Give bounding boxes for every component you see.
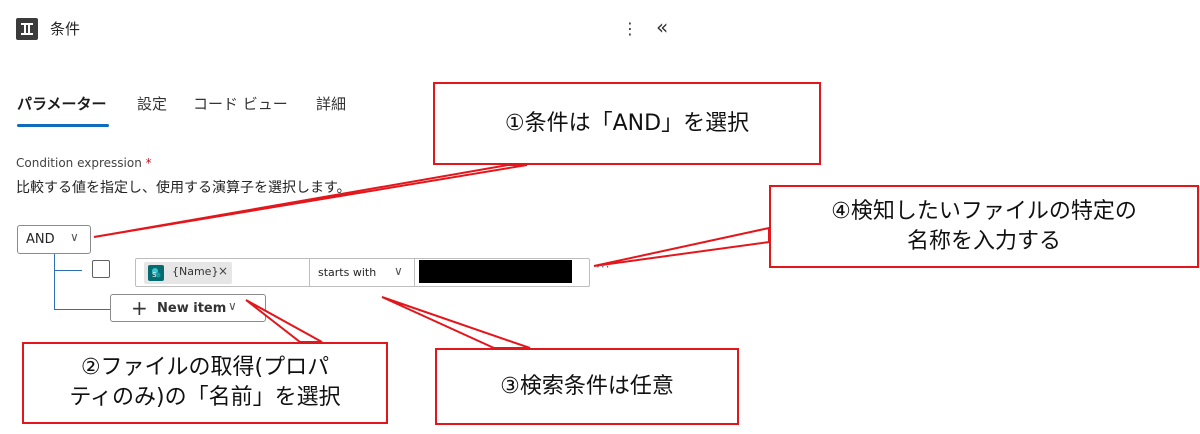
operator-value: starts with [318,266,377,279]
group-operator-value: AND [26,232,55,247]
callout-3-text: ③検索条件は任意 [500,373,674,399]
callout-4-line-1: ④検知したいファイルの特定の [831,198,1137,224]
active-tab-indicator [17,124,109,127]
condition-description: 比較する値を指定し、使用する演算子を選択します。 [16,180,351,196]
chevron-down-icon: ∨ [394,264,403,278]
value-input[interactable] [419,260,572,283]
callout-pointer-4 [593,226,770,267]
condition-expression-label: Condition expression * [16,156,152,170]
callout-2-line-1: ②ファイルの取得(プロパ [80,355,330,380]
tab-details[interactable]: 詳細 [316,95,347,113]
callout-pointer-2 [245,299,323,343]
new-item-button[interactable]: + New item ∨ [110,294,266,322]
name-token[interactable]: S {Name} × [144,262,232,284]
tab-settings[interactable]: 設定 [137,95,168,113]
callout-4-line-2: 名称を入力する [906,228,1061,254]
callout-2-line-2: ティのみ)の「名前」を選択 [69,385,341,410]
close-icon[interactable]: × [218,264,229,278]
required-mark: * [145,156,152,170]
plus-icon: + [131,296,148,320]
tab-parameters[interactable]: パラメーター [17,95,107,113]
chevron-down-icon: ∨ [70,230,79,244]
svg-text:S: S [152,271,157,279]
new-item-label: New item [157,301,227,316]
tree-line [54,309,110,310]
collapse-icon[interactable]: « [656,15,669,39]
group-operator-select[interactable]: AND ∨ [17,225,91,254]
terminal-icon [16,18,38,40]
callout-1: ①条件は「AND」を選択 [433,82,821,165]
callout-3: ③検索条件は任意 [435,348,739,425]
sharepoint-icon: S [148,265,164,281]
operator-select[interactable]: starts with ∨ [309,259,415,286]
token-label: {Name} [172,265,219,278]
row-checkbox[interactable] [92,260,110,278]
more-options-icon[interactable]: ⋮ [622,19,638,38]
chevron-down-icon: ∨ [228,299,237,313]
callout-pointer-3 [381,296,531,349]
tree-line [54,270,82,271]
callout-1-text: ①条件は「AND」を選択 [504,110,750,136]
panel-title: 条件 [50,20,81,38]
callout-2: ②ファイルの取得(プロパ ティのみ)の「名前」を選択 [22,342,388,424]
tab-code-view[interactable]: コード ビュー [193,95,288,113]
callout-pointer-1 [93,164,528,238]
callout-4: ④検知したいファイルの特定の 名称を入力する [769,185,1199,268]
tree-line [54,254,55,309]
